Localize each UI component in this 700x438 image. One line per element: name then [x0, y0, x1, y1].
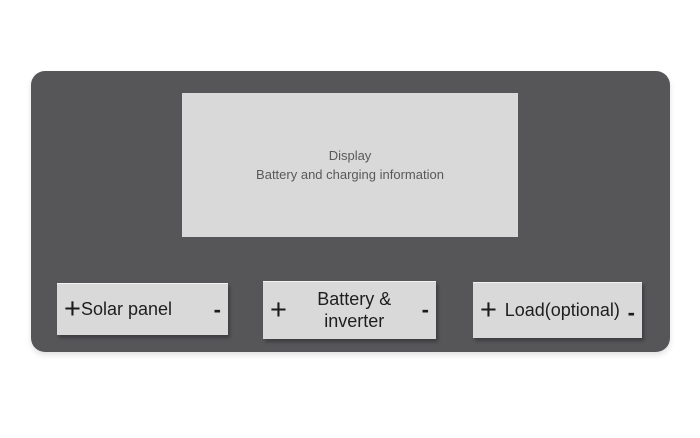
terminal-solar-panel: + Solar panel - [57, 283, 228, 335]
terminal-load-optional-label: Load(optional) [504, 300, 620, 320]
terminal-battery-inverter: + Battery & inverter - [263, 281, 436, 339]
minus-icon: - [627, 300, 635, 325]
minus-icon: - [421, 297, 429, 322]
plus-icon: + [270, 293, 287, 326]
display-subtitle: Battery and charging information [256, 167, 444, 182]
display-screen: Display Battery and charging information [182, 93, 518, 237]
terminal-battery-inverter-label: Battery & inverter [317, 289, 392, 331]
display-title: Display [328, 148, 372, 163]
minus-icon: - [213, 297, 221, 322]
terminal-load-optional: + Load(optional) - [473, 282, 642, 338]
plus-icon: + [64, 292, 81, 325]
plus-icon: + [480, 293, 497, 326]
terminal-solar-panel-label: Solar panel [80, 299, 173, 319]
